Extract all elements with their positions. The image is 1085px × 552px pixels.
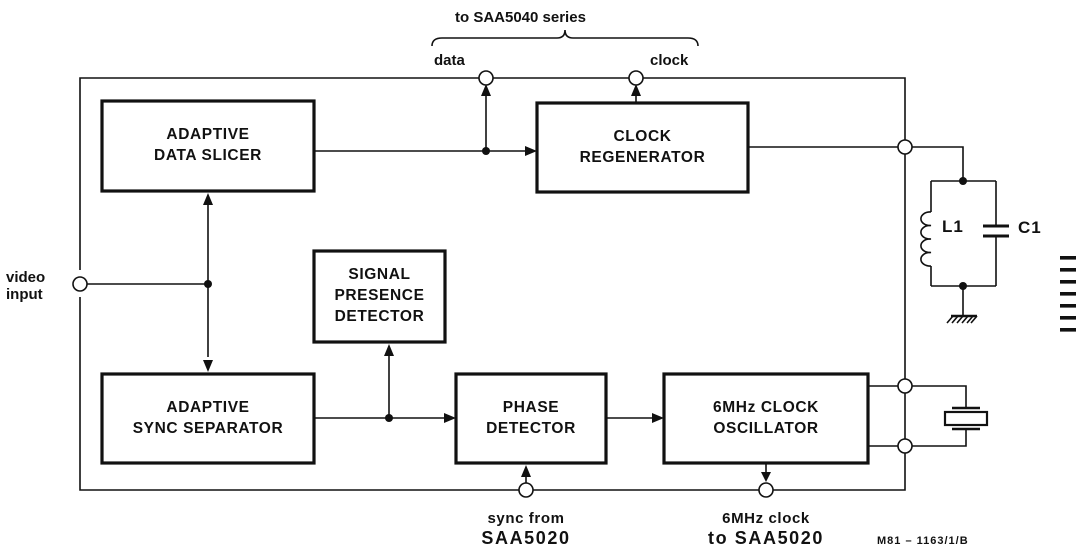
crystal-plates xyxy=(952,406,980,431)
clock-6mhz-label: 6MHz clock xyxy=(722,510,810,527)
oscillator-label: 6MHz CLOCK OSCILLATOR xyxy=(713,399,819,437)
clock-dest-label: to SAA5020 xyxy=(707,528,825,548)
video-input-label: video input xyxy=(6,269,46,303)
ic-boundary xyxy=(79,77,906,491)
sync-input-terminal xyxy=(518,482,534,498)
oscillator-crystal-bottom-wire xyxy=(868,429,967,447)
crystal-symbol xyxy=(943,410,989,427)
crystal-terminal-2 xyxy=(897,438,913,454)
top-group-label: to SAA5040 series xyxy=(455,9,586,26)
signal-presence-detector-block xyxy=(312,249,447,344)
clock-regenerator-label: CLOCK REGENERATOR xyxy=(579,128,706,166)
sync-from-label: sync from xyxy=(487,510,565,527)
regenerator-to-tank-wire xyxy=(748,146,964,181)
oscillator-crystal-top-wire xyxy=(868,385,967,408)
inductor-l1 xyxy=(920,211,932,267)
data-output-terminal xyxy=(478,70,494,86)
phase-detector-label: PHASE DETECTOR xyxy=(486,399,576,437)
output-group-brace xyxy=(431,29,699,47)
clock-6mhz-terminal xyxy=(758,482,774,498)
capacitor-label: C1 xyxy=(1018,218,1042,237)
tank-terminal xyxy=(897,139,913,155)
adaptive-sync-separator-label: ADAPTIVE SYNC SEPARATOR xyxy=(132,399,284,437)
adaptive-data-slicer-block xyxy=(100,99,316,193)
video-input-terminal xyxy=(72,276,88,292)
signal-presence-detector-label: SIGNAL PRESENCE DETECTOR xyxy=(334,266,425,325)
phase-detector-block xyxy=(454,372,608,465)
figure-reference: M81 – 1163/1/B xyxy=(877,535,969,547)
adaptive-data-slicer-label: ADAPTIVE DATA SLICER xyxy=(154,126,262,164)
sync-source-label: SAA5020 xyxy=(481,528,571,548)
clock-output-label: clock xyxy=(650,52,689,69)
lc-tank-wiring xyxy=(930,180,997,316)
adaptive-sync-separator-block xyxy=(100,372,316,465)
clock-output-terminal xyxy=(628,70,644,86)
data-output-label: data xyxy=(434,52,465,69)
inductor-label: L1 xyxy=(942,217,964,236)
crystal-terminal-1 xyxy=(897,378,913,394)
capacitor-c1 xyxy=(983,224,1009,238)
edge-marker xyxy=(1060,256,1076,332)
clock-regenerator-block xyxy=(535,101,750,194)
oscillator-block xyxy=(662,372,870,465)
